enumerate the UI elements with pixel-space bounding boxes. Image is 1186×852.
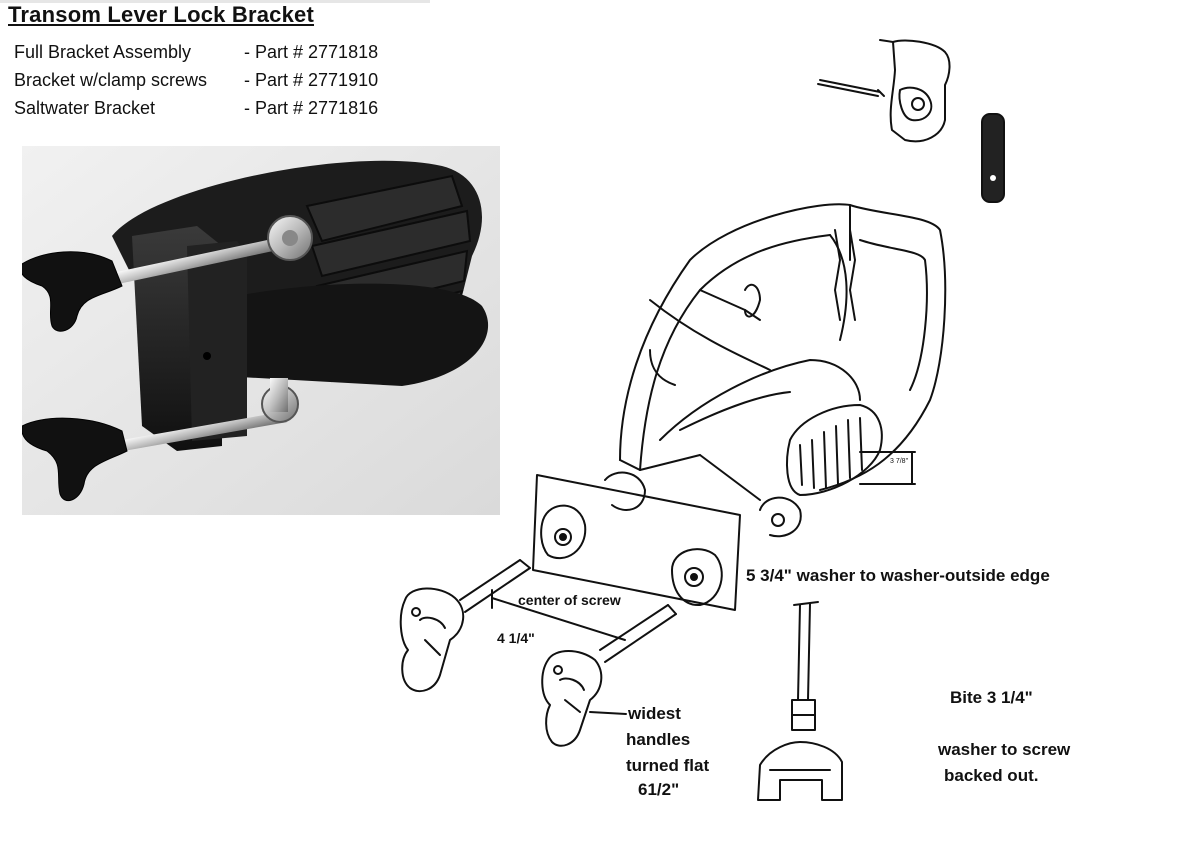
lever-part — [879, 39, 951, 143]
bracket-product-photo — [20, 146, 500, 515]
center-of-screw-label: center of screw — [518, 592, 621, 608]
sleeve-part — [981, 113, 1005, 203]
part-name: Full Bracket Assembly — [14, 42, 192, 62]
dim-small-label: 3 7/8" — [890, 458, 909, 465]
washer-to-screw-line1: washer to screw — [938, 740, 1071, 759]
clamp-screw-right — [541, 604, 677, 747]
washer-plate — [532, 474, 741, 611]
bracket-photo-illustration — [20, 146, 500, 515]
bracket-body-drawing — [604, 203, 947, 538]
widest-label-line3: turned flat — [626, 756, 710, 775]
bite-label: Bite 3 1/4" — [950, 688, 1033, 707]
part-number: - Part # 2771910 — [244, 70, 379, 90]
bite-gauge-tool — [757, 601, 843, 801]
widest-label-line4: 61/2" — [638, 780, 680, 799]
clamp-screw-left — [399, 559, 531, 693]
part-number: - Part # 2771816 — [244, 98, 379, 118]
screw-spacing-label: 4 1/4" — [497, 630, 535, 646]
pivot-pin — [817, 79, 885, 97]
washer-to-screw-line2: backed out. — [944, 766, 1039, 785]
part-name: Saltwater Bracket — [14, 98, 156, 118]
page-title: Transom Lever Lock Bracket — [8, 2, 315, 27]
title-rule — [0, 0, 430, 3]
part-name: Bracket w/clamp screws — [14, 70, 208, 90]
widest-label-line1: widest — [628, 704, 681, 723]
widest-label-line2: handles — [626, 730, 691, 749]
screw-spacing-line — [491, 597, 626, 641]
part-number: - Part # 2771818 — [244, 42, 379, 62]
washer-span-label: 5 3/4" washer to washer-outside edge — [746, 566, 1050, 585]
